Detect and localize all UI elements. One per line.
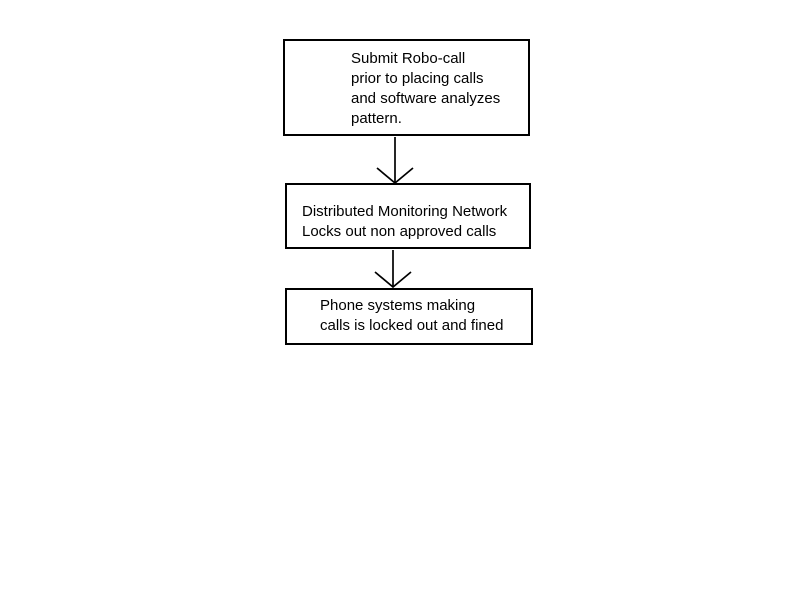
flowchart-node-step-1: Submit Robo-call prior to placing calls … [283,39,530,136]
flowchart-node-step-2: Distributed Monitoring Network Locks out… [285,183,531,249]
node-step-2-text: Distributed Monitoring Network Locks out… [302,203,508,240]
open-arrowhead-icon [376,167,414,185]
node-step-1-text: Submit Robo-call prior to placing calls … [351,50,501,127]
flowchart-node-step-3: Phone systems making calls is locked out… [285,288,533,345]
open-arrowhead-icon [374,271,412,289]
connector-arrow-1 [376,137,414,185]
connector-arrow-2 [374,250,412,289]
node-step-3-text: Phone systems making calls is locked out… [320,297,504,334]
